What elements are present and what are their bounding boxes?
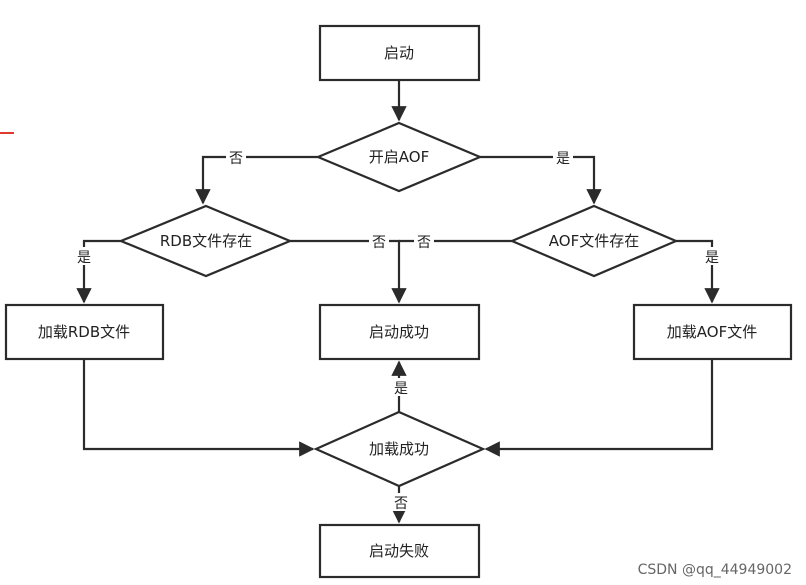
node-start-success-label: 启动成功 xyxy=(369,323,429,341)
edge-rdb-yes xyxy=(76,239,121,304)
edge-label-aofexists-yes: 是 xyxy=(705,250,719,266)
edge-aof-yes xyxy=(480,155,602,205)
node-aof-exists: AOF文件存在 xyxy=(509,204,679,278)
node-aof-enabled: 开启AOF xyxy=(315,121,483,193)
edge-aof-no xyxy=(195,155,318,205)
node-load-success-label: 加载成功 xyxy=(369,440,429,458)
watermark-text: CSDN @qq_44949002 xyxy=(638,562,792,578)
edge-aofexists-yes xyxy=(676,239,720,304)
edge-label-aof-no: 否 xyxy=(229,151,243,167)
edge-label-aofexists-no: 否 xyxy=(417,235,431,251)
node-start-fail: 启动失败 xyxy=(318,523,481,579)
node-start-success: 启动成功 xyxy=(318,303,481,361)
node-load-aof: 加载AOF文件 xyxy=(632,303,793,361)
node-rdb-exists: RDB文件存在 xyxy=(118,204,293,278)
node-start-label: 启动 xyxy=(384,44,414,62)
edge-label-rdb-no: 否 xyxy=(372,235,386,251)
edge-loadaof-to-loadsuccess xyxy=(484,359,714,457)
edge-label-aof-yes: 是 xyxy=(556,151,570,167)
node-aof-exists-label: AOF文件存在 xyxy=(549,232,639,250)
edge-label-loadsuccess-yes: 是 xyxy=(394,381,408,397)
node-rdb-exists-label: RDB文件存在 xyxy=(160,232,252,250)
edge-label-rdb-yes: 是 xyxy=(77,250,91,266)
edge-loadrdb-to-loadsuccess xyxy=(82,359,315,457)
edge-label-loadsuccess-no: 否 xyxy=(394,496,408,512)
node-load-success: 加载成功 xyxy=(313,410,486,488)
node-start-fail-label: 启动失败 xyxy=(369,542,429,560)
node-aof-enabled-label: 开启AOF xyxy=(369,148,429,166)
node-load-rdb-label: 加载RDB文件 xyxy=(38,323,130,341)
node-load-rdb: 加载RDB文件 xyxy=(4,303,165,361)
node-load-aof-label: 加载AOF文件 xyxy=(667,323,757,341)
node-start: 启动 xyxy=(318,24,481,82)
